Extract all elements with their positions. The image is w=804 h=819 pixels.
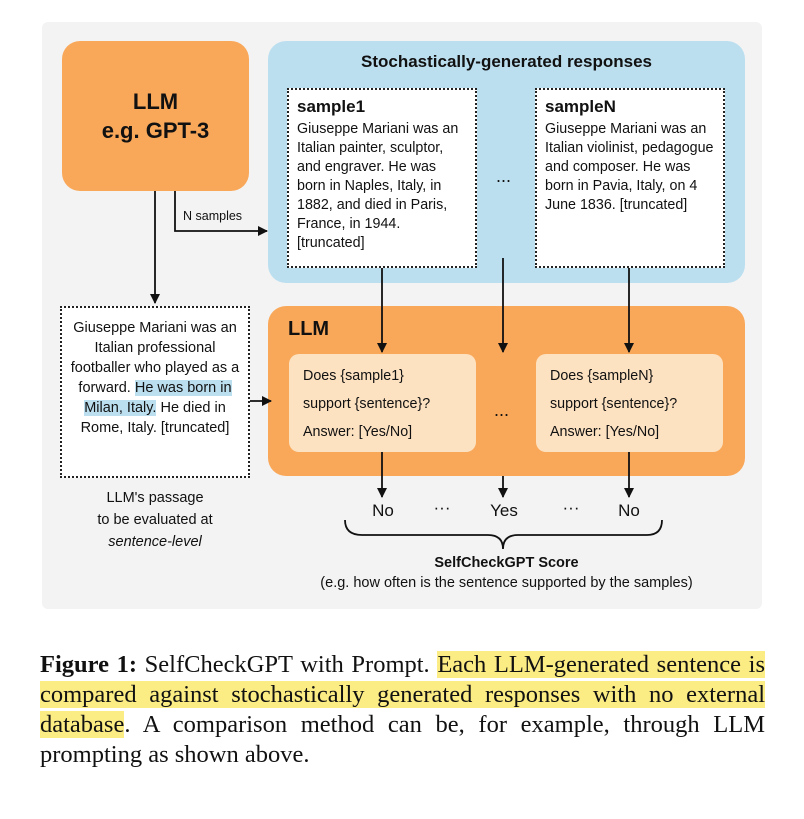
- passage-caption: LLM's passage to be evaluated at sentenc…: [60, 487, 250, 553]
- answer-dots-left: ···: [433, 498, 451, 517]
- score-brace: [344, 519, 663, 550]
- promptN-line2: support {sentence}?: [550, 396, 678, 412]
- caption-part1: SelfCheckGPT with Prompt.: [137, 651, 438, 678]
- llm-model-label: e.g. GPT-3: [101, 118, 210, 143]
- passage-text-before: Giuseppe Mariani was an Italian professi…: [70, 320, 240, 396]
- answer-middle: Yes: [490, 501, 518, 520]
- arrow-llm-to-samples: [174, 191, 268, 236]
- promptN-line1: Does {sampleN}: [550, 368, 654, 384]
- passage-caption-line3: sentence-level: [108, 534, 202, 550]
- samples-ellipsis: ...: [496, 166, 512, 186]
- llm-judge-label: LLM: [288, 318, 330, 340]
- llm-passage-box: Giuseppe Mariani was an Italian professi…: [60, 306, 250, 478]
- sample1-card: sample1 Giuseppe Mariani was an Italian …: [287, 88, 477, 268]
- score-subtitle: (e.g. how often is the sentence supporte…: [320, 575, 693, 591]
- sampleN-text: Giuseppe Mariani was an Italian violinis…: [545, 121, 714, 213]
- promptN-line3: Answer: [Yes/No]: [550, 424, 660, 440]
- n-samples-label: N samples: [183, 209, 243, 223]
- answer-sample1: No: [372, 501, 394, 520]
- llm-label: LLM: [132, 89, 179, 114]
- prompts-ellipsis: ...: [494, 400, 510, 420]
- caption-part2: . A comparison method can be, for exampl…: [40, 711, 765, 768]
- passage-caption-line2: to be evaluated at: [97, 512, 213, 528]
- prompt1-box: Does {sample1} support {sentence}? Answe…: [289, 354, 476, 452]
- answer-dots-right: ···: [562, 498, 580, 517]
- prompt1-line1: Does {sample1}: [303, 368, 404, 384]
- passage-caption-line1: LLM's passage: [106, 490, 204, 506]
- score-title: SelfCheckGPT Score: [434, 555, 579, 571]
- sampleN-heading: sampleN: [545, 97, 616, 116]
- sample1-heading: sample1: [297, 97, 366, 116]
- prompt1-line2: support {sentence}?: [303, 396, 431, 412]
- sample1-text: Giuseppe Mariani was an Italian painter,…: [297, 121, 459, 251]
- prompt1-line3: Answer: [Yes/No]: [303, 424, 413, 440]
- answer-sampleN: No: [618, 501, 640, 520]
- llm-source-box: LLM e.g. GPT-3: [62, 41, 249, 191]
- promptN-box: Does {sampleN} support {sentence}? Answe…: [536, 354, 723, 452]
- sampleN-card: sampleN Giuseppe Mariani was an Italian …: [535, 88, 725, 268]
- figure-caption: Figure 1: SelfCheckGPT with Prompt. Each…: [40, 650, 765, 770]
- passage-text-after: He died in Rome, Italy. [truncated]: [80, 400, 230, 436]
- figure-label: Figure 1:: [40, 651, 138, 678]
- samples-panel-title: Stochastically-generated responses: [360, 52, 652, 71]
